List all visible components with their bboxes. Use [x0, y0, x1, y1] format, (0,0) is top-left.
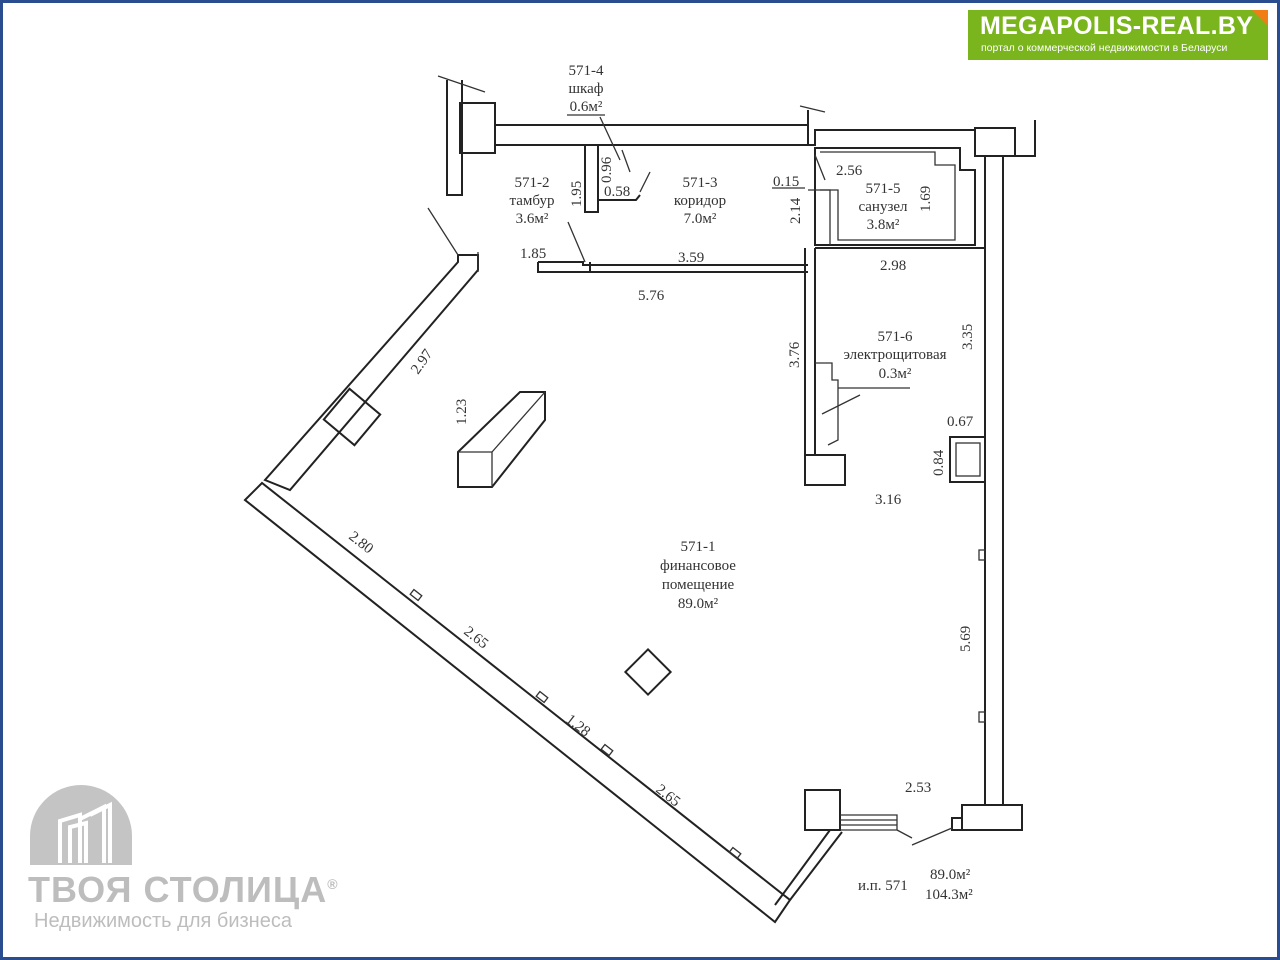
logo-title: MEGAPOLIS-REAL.BY	[980, 12, 1254, 40]
svg-text:1.23: 1.23	[454, 399, 470, 425]
svg-text:5.69: 5.69	[958, 626, 974, 652]
svg-text:0.84: 0.84	[931, 449, 947, 476]
svg-text:571-2: 571-2	[515, 175, 550, 191]
svg-text:2.97: 2.97	[408, 346, 436, 377]
svg-text:2.14: 2.14	[788, 197, 804, 224]
svg-text:3.59: 3.59	[678, 250, 704, 266]
svg-text:3.8м²: 3.8м²	[867, 217, 900, 233]
svg-text:7.0м²: 7.0м²	[684, 211, 717, 227]
svg-text:571-6: 571-6	[878, 329, 913, 345]
svg-text:5.76: 5.76	[638, 288, 665, 304]
area-summary: и.п. 571 89.0м² 104.3м²	[858, 867, 973, 903]
svg-text:571-5: 571-5	[866, 181, 901, 197]
svg-text:104.3м²: 104.3м²	[925, 887, 973, 903]
svg-text:2.98: 2.98	[880, 258, 906, 274]
svg-text:санузел: санузел	[858, 199, 908, 215]
svg-text:электрощитовая: электрощитовая	[843, 347, 946, 363]
room-label-571-6: 571-6 электрощитовая 0.3м²	[843, 329, 946, 382]
svg-text:0.96: 0.96	[599, 156, 615, 183]
svg-text:2.53: 2.53	[905, 780, 931, 796]
svg-text:коридор: коридор	[674, 193, 726, 209]
svg-text:1.95: 1.95	[569, 181, 585, 207]
walls	[243, 75, 1036, 924]
room-label-571-4: 571-4 шкаф 0.6м²	[569, 63, 604, 115]
svg-text:2.56: 2.56	[836, 163, 863, 179]
room-label-571-3: 571-3 коридор 7.0м²	[674, 175, 726, 227]
dimension-labels: 0.96 0.58 1.95 1.85 3.59 5.76 0.15 2.14 …	[346, 156, 976, 810]
svg-text:тамбур: тамбур	[510, 193, 555, 209]
registered-mark: ®	[327, 876, 339, 892]
column	[623, 647, 673, 697]
svg-text:помещение: помещение	[662, 577, 735, 593]
svg-text:3.6м²: 3.6м²	[516, 211, 549, 227]
room-label-571-1: 571-1 финансовое помещение 89.0м²	[660, 539, 736, 612]
column	[459, 102, 496, 154]
svg-text:571-3: 571-3	[683, 175, 718, 191]
svg-text:и.п. 571: и.п. 571	[858, 878, 908, 894]
svg-text:0.6м²: 0.6м²	[570, 99, 603, 115]
svg-text:2.65: 2.65	[461, 624, 492, 653]
svg-text:571-4: 571-4	[569, 63, 604, 79]
svg-text:0.67: 0.67	[947, 414, 974, 430]
room-label-571-2: 571-2 тамбур 3.6м²	[510, 175, 555, 227]
svg-text:2.65: 2.65	[653, 782, 684, 811]
watermark-subtitle: Недвижимость для бизнеса	[34, 910, 292, 932]
svg-text:3.35: 3.35	[960, 324, 976, 350]
svg-text:89.0м²: 89.0м²	[678, 596, 719, 612]
svg-text:571-1: 571-1	[681, 539, 716, 555]
svg-text:1.85: 1.85	[520, 246, 546, 262]
svg-text:3.76: 3.76	[787, 341, 803, 368]
logo-corner-fold	[1252, 10, 1268, 26]
svg-text:финансовое: финансовое	[660, 558, 736, 574]
svg-text:0.15: 0.15	[773, 174, 799, 190]
svg-text:1.28: 1.28	[563, 712, 594, 741]
megapolis-logo[interactable]: MEGAPOLIS-REAL.BY портал о коммерческой …	[968, 10, 1268, 60]
svg-text:0.58: 0.58	[604, 184, 630, 200]
building-icon	[30, 785, 132, 865]
svg-text:1.69: 1.69	[918, 186, 934, 212]
watermark-name: ТВОЯ СТОЛИЦА	[28, 869, 328, 910]
room-label-571-5: 571-5 санузел 3.8м²	[858, 181, 908, 233]
svg-text:3.16: 3.16	[875, 492, 902, 508]
logo-subtitle: портал о коммерческой недвижимости в Бел…	[981, 42, 1228, 54]
svg-text:89.0м²: 89.0м²	[930, 867, 971, 883]
svg-text:0.3м²: 0.3м²	[879, 366, 912, 382]
svg-text:шкаф: шкаф	[569, 81, 604, 97]
